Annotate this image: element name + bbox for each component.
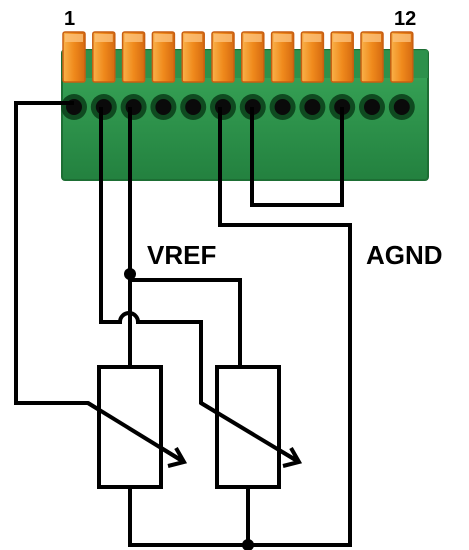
lever-highlight-1 — [65, 34, 83, 42]
lever-highlight-12 — [392, 34, 411, 42]
socket-hole-5 — [185, 99, 202, 115]
lever-3 — [121, 31, 146, 83]
terminal-pin-10 — [329, 31, 356, 120]
wiring — [14, 101, 352, 547]
socket-hole-6 — [215, 99, 231, 115]
lever-1 — [62, 31, 86, 83]
socket-hole-9 — [304, 99, 321, 115]
wire-agnd-pot-bottoms — [128, 487, 250, 547]
terminal-pin-7 — [239, 31, 266, 120]
socket-hole-4 — [155, 99, 172, 115]
lever-highlight-4 — [154, 34, 173, 42]
terminal-pin-8 — [269, 31, 296, 120]
agnd-junction-dot — [242, 539, 254, 550]
lever-7 — [241, 31, 265, 83]
terminal-pin-1 — [61, 31, 87, 120]
terminal-pin-3 — [120, 31, 147, 120]
lever-highlight-7 — [243, 34, 262, 42]
wire-pin6-agnd — [218, 107, 352, 547]
left-wiper-line — [86, 401, 186, 464]
terminal-pin-4 — [150, 31, 177, 120]
socket-hole-12 — [393, 99, 410, 115]
lever-highlight-8 — [273, 34, 292, 42]
lever-highlight-5 — [184, 34, 203, 42]
terminal-pin-12 — [388, 31, 415, 120]
lever-highlight-10 — [333, 34, 352, 42]
lever-highlight-3 — [124, 34, 143, 42]
wire-vref-to-right-pot — [130, 278, 242, 367]
vref-junction-dot — [124, 268, 136, 280]
lever-highlight-6 — [214, 34, 232, 42]
pot-right — [215, 365, 281, 489]
lever-4 — [151, 31, 176, 83]
lever-highlight-11 — [363, 34, 381, 42]
terminal-pin-5 — [180, 31, 207, 120]
terminal-pin-6 — [210, 31, 236, 120]
right-wiper-line — [199, 401, 301, 464]
vref-label: VREF — [147, 240, 216, 270]
agnd-label: AGND — [366, 240, 443, 270]
lever-12 — [390, 31, 414, 83]
terminal-pin-2 — [90, 31, 117, 120]
lever-highlight-2 — [94, 34, 113, 42]
terminal-block — [61, 31, 429, 181]
pin-12-label: 12 — [394, 8, 416, 30]
lever-8 — [270, 31, 295, 83]
socket-hole-2 — [95, 99, 112, 115]
wire-jumper-pin8-pin11 — [250, 107, 344, 207]
socket-hole-11 — [364, 99, 380, 115]
lever-9 — [300, 31, 325, 83]
lever-highlight-9 — [303, 34, 322, 42]
lever-10 — [330, 31, 354, 83]
pin-1-label: 1 — [64, 8, 75, 30]
terminal-pin-9 — [299, 31, 326, 120]
pot-right-body — [215, 365, 281, 489]
socket-hole-8 — [274, 99, 291, 115]
terminal-pin-11 — [359, 31, 385, 120]
lever-5 — [181, 31, 205, 83]
lever-2 — [92, 31, 116, 83]
lever-6 — [211, 31, 235, 83]
lever-11 — [360, 31, 384, 83]
